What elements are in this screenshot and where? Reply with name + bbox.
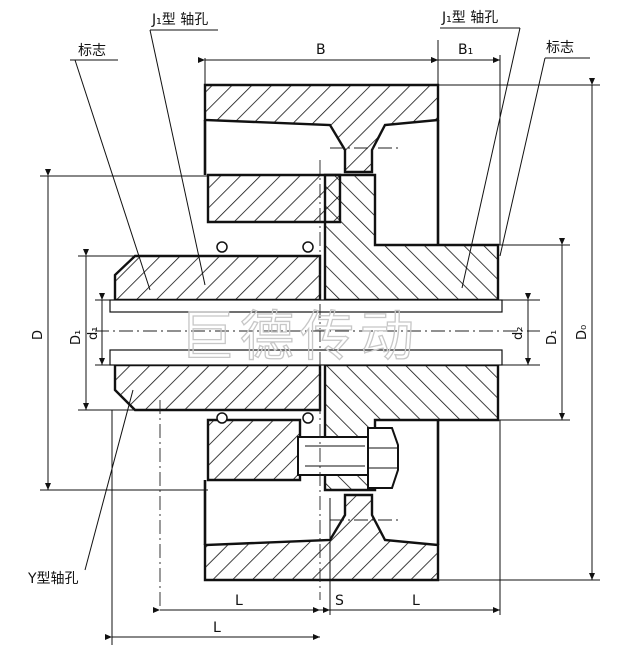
bore-top	[109, 299, 503, 313]
right-hub-upper	[323, 173, 500, 302]
dim-L-lower: L	[213, 620, 221, 636]
seal-rings	[216, 241, 314, 424]
bolt	[297, 427, 399, 489]
dim-d2: d₂	[511, 327, 526, 340]
label-j1-left: J₁型 轴孔	[151, 12, 208, 28]
dimension-lines	[40, 40, 600, 645]
bore-bottom	[109, 349, 503, 366]
centerlines	[95, 147, 540, 610]
dim-B: B	[316, 42, 326, 58]
watermark: 巨德传动	[180, 305, 420, 368]
dim-d1: d₁	[86, 327, 101, 340]
dim-D: D	[31, 330, 46, 340]
dim-L-bottom-left: L	[235, 593, 243, 609]
dim-D0: D₀	[575, 325, 590, 340]
dim-D1-right: D₁	[545, 330, 560, 345]
left-ring-lower	[206, 418, 302, 482]
body-outline	[203, 120, 440, 545]
label-mark-right: 标志	[546, 40, 574, 56]
outer-rim-bottom	[203, 493, 440, 582]
dim-B1: B₁	[458, 42, 473, 58]
dim-L-bottom-right: L	[412, 593, 420, 609]
label-mark-left: 标志	[78, 43, 106, 59]
left-hub-lower	[113, 363, 322, 412]
dim-S: S	[335, 593, 344, 609]
leader-lines	[70, 27, 590, 571]
dim-D1-left: D₁	[69, 330, 84, 345]
label-j1-right: J₁型 轴孔	[441, 10, 498, 26]
outer-rim-top	[203, 83, 440, 174]
label-y-hole: Y型轴孔	[27, 571, 79, 587]
